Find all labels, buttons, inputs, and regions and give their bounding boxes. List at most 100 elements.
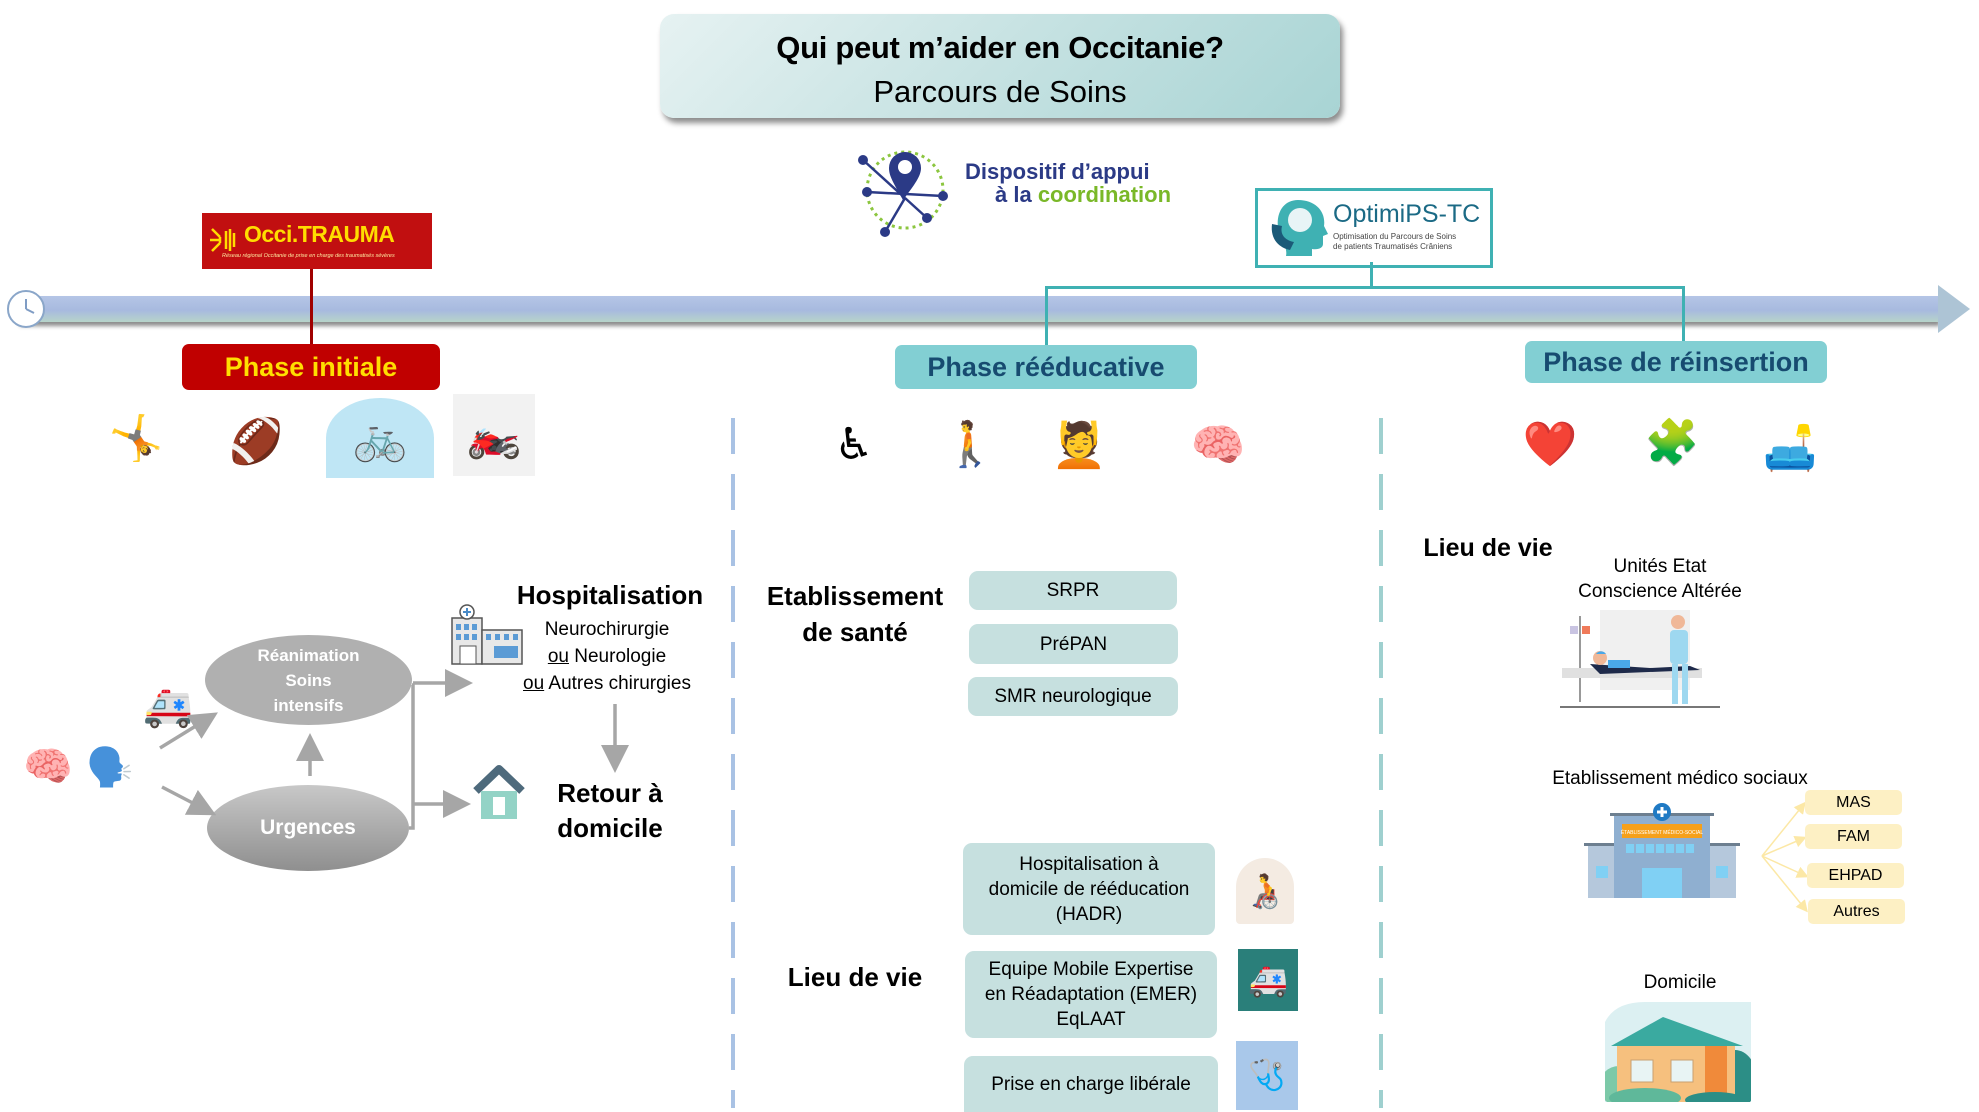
ou-2: ou: [523, 673, 545, 694]
ehpad-box: EHPAD: [1807, 863, 1904, 888]
occitrauma-name: Occi.TRAUMA: [244, 221, 395, 247]
motorcycle-accident-icon: 🏍️: [453, 394, 535, 476]
flow-join-line: [409, 683, 415, 830]
optimips-bracket: [1045, 286, 1685, 289]
dac-line1: Dispositif d’appui: [965, 159, 1150, 184]
phase-reeducative-label: Phase rééducative: [895, 345, 1197, 389]
dac-line2-prefix: à la: [995, 182, 1038, 207]
unites-eveil-label: Unités Etat Conscience Altérée: [1560, 554, 1760, 604]
title-banner: Qui peut m’aider en Occitanie? Parcours …: [660, 14, 1340, 118]
unites-line2: Conscience Altérée: [1578, 581, 1742, 602]
hadr-box: Hospitalisation à domicile de rééducatio…: [963, 843, 1215, 935]
wheelchair-bike-icon: ♿: [834, 419, 874, 469]
reanimation-node: Réanimation Soins intensifs: [205, 635, 412, 725]
retour-line1: Retour à: [557, 778, 663, 808]
bracket-right-leg: [1682, 286, 1685, 341]
ou-1: ou: [547, 646, 569, 667]
home-care-icon: 🧑‍🦽: [1236, 858, 1294, 924]
occitrauma-tagline: Réseau régional Occitanie de prise en ch…: [222, 253, 395, 259]
phase-reinsertion-label: Phase de réinsertion: [1525, 341, 1827, 383]
head-injury-icon: 🧠: [23, 744, 73, 789]
brain-head-icon: [1271, 200, 1328, 256]
srpr-box: SRPR: [969, 571, 1177, 610]
bracket-left-leg: [1045, 286, 1048, 345]
home-icon: [473, 765, 525, 819]
hadr-line2: domicile de rééducation: [988, 878, 1190, 900]
occitan-cross-icon: [210, 228, 236, 252]
hospital-bed-icon: [1560, 610, 1720, 708]
liberal-care-icon: 🩺: [1236, 1041, 1298, 1110]
emer-box: Equipe Mobile Expertise en Réadaptation …: [965, 951, 1217, 1038]
mobile-team-icon: 🚑: [1238, 949, 1298, 1011]
dac-logo-text: Dispositif d’appui à la coordination: [965, 160, 1171, 206]
clock-icon: [7, 290, 45, 328]
occitrauma-connector: [310, 269, 313, 344]
etablissement-line1: Etablissement: [766, 581, 944, 611]
reanimation-line3: intensifs: [273, 695, 344, 715]
autres-box: Autres: [1808, 899, 1905, 924]
dac-line2-highlight: coordination: [1037, 182, 1172, 207]
treadmill-rehab-icon: 🚶: [942, 420, 998, 469]
prepan-box: PréPAN: [969, 624, 1178, 664]
physiotherapy-icon: 💆: [1051, 421, 1107, 470]
hospitalisation-title: Hospitalisation: [516, 580, 704, 610]
hadr-line1: Hospitalisation à: [1019, 853, 1159, 875]
urgences-node: Urgences: [207, 785, 409, 871]
emer-line1: Equipe Mobile Expertise: [988, 959, 1194, 980]
page-title: Qui peut m’aider en Occitanie?: [776, 30, 1224, 65]
domicile-label: Domicile: [1643, 972, 1717, 993]
optimips-logo: [1255, 188, 1493, 268]
etablissement-line2: de santé: [802, 617, 908, 647]
building-sign: ÉTABLISSEMENT MÉDICO-SOCIAL: [1621, 829, 1704, 836]
ambulance-icon: 🚑: [143, 684, 193, 729]
optimips-tagline-line1: Optimisation du Parcours de Soins: [1333, 232, 1457, 241]
page-subtitle: Parcours de Soins: [873, 74, 1127, 109]
whiplash-icon: 🗣️: [86, 747, 134, 789]
hospital-icon: [451, 604, 523, 665]
arrow-to-reanimation: [159, 712, 218, 750]
lieu-de-vie-heading-reinsertion: Lieu de vie: [1423, 534, 1553, 562]
care-team-icon: ❤️: [1522, 420, 1578, 469]
occitrauma-logo: [202, 213, 432, 269]
hospitalisation-line3: Autres chirurgies: [544, 673, 691, 694]
arrow-to-urgences: [161, 785, 217, 816]
social-activity-icon: 🛋️: [1762, 424, 1818, 473]
medico-sociaux-label: Etablissement médico sociaux: [1552, 768, 1808, 789]
timeline-arrow-head: [1938, 285, 1970, 333]
hadr-line3: (HADR): [1055, 903, 1123, 925]
medico-social-building-icon: ÉTABLISSEMENT MÉDICO-SOCIAL: [1584, 803, 1740, 898]
optimips-tagline: Optimisation du Parcours de Soins de pat…: [1333, 232, 1456, 252]
reanimation-line1: Réanimation: [257, 645, 360, 665]
bicycle-accident-icon: 🚲: [326, 398, 434, 478]
lieu-de-vie-heading-reeducative: Lieu de vie: [787, 962, 923, 992]
smr-neurologique-box: SMR neurologique: [968, 677, 1178, 716]
retour-domicile: Retour à domicile: [540, 776, 680, 846]
optimips-tagline-line2: de patients Traumatisés Crâniens: [1333, 242, 1453, 251]
football-tackle-icon: 🏈: [228, 417, 284, 466]
psychotherapy-icon: 🧠: [1190, 421, 1246, 470]
fam-box: FAM: [1805, 824, 1902, 849]
puzzle-inclusion-icon: 🧩: [1644, 418, 1700, 467]
hospitalisation-line2: Neurologie: [568, 646, 667, 667]
prise-en-charge-liberale-box: Prise en charge libérale: [964, 1056, 1218, 1112]
dac-logo-icon: [858, 150, 948, 237]
domicile-house-icon: [1605, 1002, 1751, 1102]
phase-initiale-label: Phase initiale: [182, 344, 440, 390]
optimips-connector: [1370, 262, 1373, 288]
timeline-arrow: [20, 296, 1940, 322]
person-falling-icon: 🤸: [108, 414, 164, 463]
phase-divider-2: [1379, 418, 1383, 1108]
mas-box: MAS: [1805, 790, 1902, 815]
emer-line3: EqLAAT: [1056, 1009, 1126, 1030]
hospitalisation-line1: Neurochirurgie: [544, 619, 670, 640]
emer-line2: en Réadaptation (EMER): [984, 984, 1198, 1005]
retour-line2: domicile: [557, 813, 663, 843]
unites-line1: Unités Etat: [1613, 556, 1707, 577]
medico-branch-arrows: [1761, 801, 1809, 913]
phase-divider-1: [731, 418, 735, 1108]
flow-arrows: [159, 669, 629, 830]
hospitalisation-details: Neurochirurgie ou Neurologie ou Autres c…: [512, 616, 702, 697]
reanimation-line2: Soins: [285, 670, 332, 690]
etablissement-sante-heading: Etablissement de santé: [760, 578, 950, 650]
optimips-name: OptimiPS-TC: [1333, 200, 1481, 228]
